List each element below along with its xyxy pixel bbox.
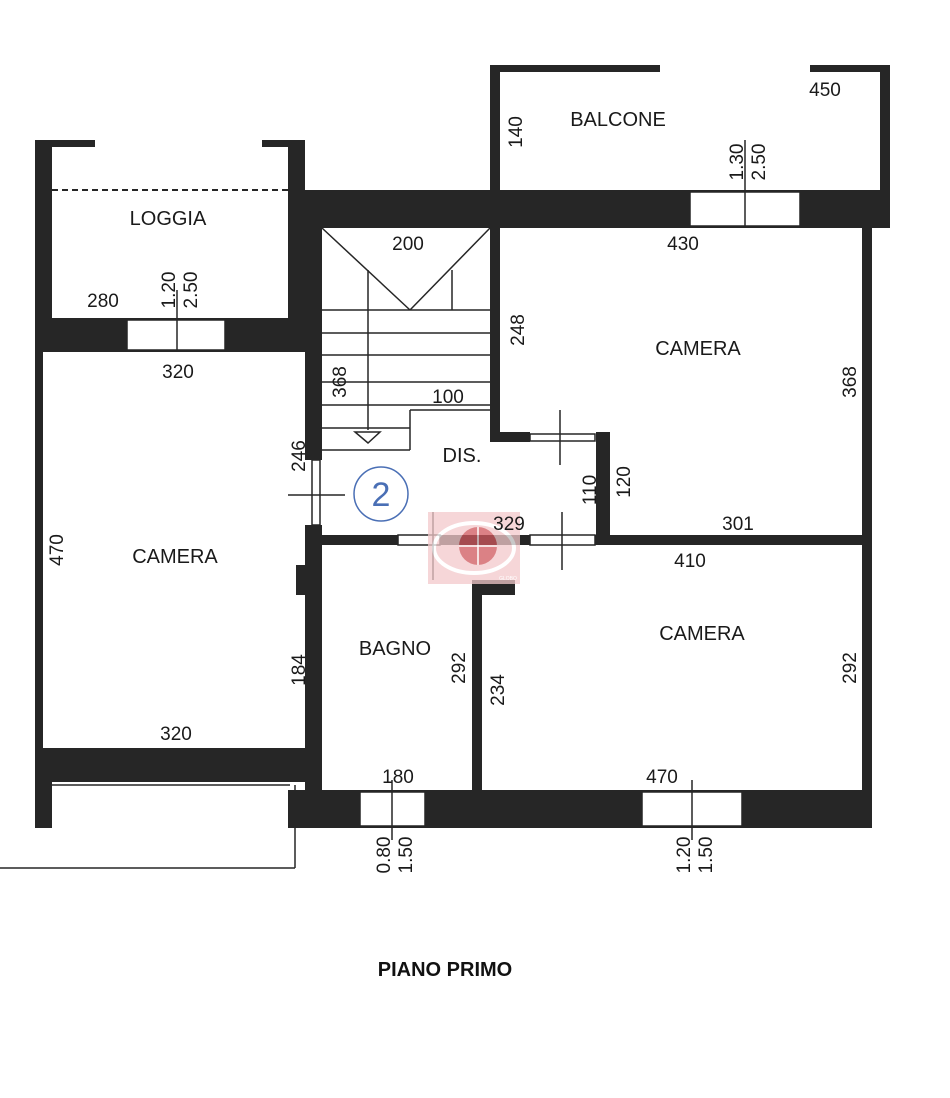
dim: 329 — [493, 514, 525, 535]
dim: 1.50 — [696, 837, 717, 874]
dim: 320 — [162, 362, 194, 383]
room-label-camera-top-right: CAMERA — [655, 338, 741, 360]
room-label-dis: DIS. — [443, 445, 482, 467]
dimensions: 450 140 1.30 2.50 430 368 248 301 280 1.… — [47, 80, 861, 873]
plan-title: PIANO PRIMO — [378, 959, 512, 981]
dim: 410 — [674, 551, 706, 572]
dim: 120 — [614, 466, 635, 498]
room-label-camera-bottom-right: CAMERA — [659, 623, 745, 645]
door-swings — [176, 140, 746, 840]
dim: 1.20 — [159, 272, 180, 309]
dim: 280 — [87, 291, 119, 312]
watermark-text: GLOBO — [499, 576, 517, 582]
dim: 368 — [330, 366, 351, 398]
room-label-camera-left: CAMERA — [132, 546, 218, 568]
dim: 430 — [667, 234, 699, 255]
dim: 292 — [449, 652, 470, 684]
dim: 292 — [840, 652, 861, 684]
dim: 234 — [488, 674, 509, 706]
room-label-balcone: BALCONE — [570, 109, 666, 131]
marker-2: 2 — [353, 466, 409, 522]
dim: 184 — [289, 654, 310, 686]
dim: 2.50 — [749, 144, 770, 181]
room-label-loggia: LOGGIA — [130, 208, 207, 230]
dim: 1.20 — [674, 837, 695, 874]
dim: 1.30 — [727, 144, 748, 181]
dim: 180 — [382, 767, 414, 788]
dim: 200 — [392, 234, 424, 255]
dim: 450 — [809, 80, 841, 101]
dim: 320 — [160, 724, 192, 745]
dim: 248 — [508, 314, 529, 346]
watermark-logo: GLOBO — [428, 512, 520, 584]
dim: 0.80 — [374, 837, 395, 874]
room-label-bagno: BAGNO — [359, 638, 431, 660]
staircase — [321, 227, 491, 451]
dim: 470 — [646, 767, 678, 788]
dim: 140 — [506, 116, 527, 148]
marker-number: 2 — [372, 476, 391, 514]
dim: 1.50 — [396, 837, 417, 874]
dim: 100 — [432, 387, 464, 408]
dim: 110 — [580, 475, 601, 505]
dim: 2.50 — [181, 272, 202, 309]
dim: 301 — [722, 514, 754, 535]
dim: 368 — [840, 366, 861, 398]
dim: 246 — [289, 440, 310, 472]
dim: 470 — [47, 534, 68, 566]
